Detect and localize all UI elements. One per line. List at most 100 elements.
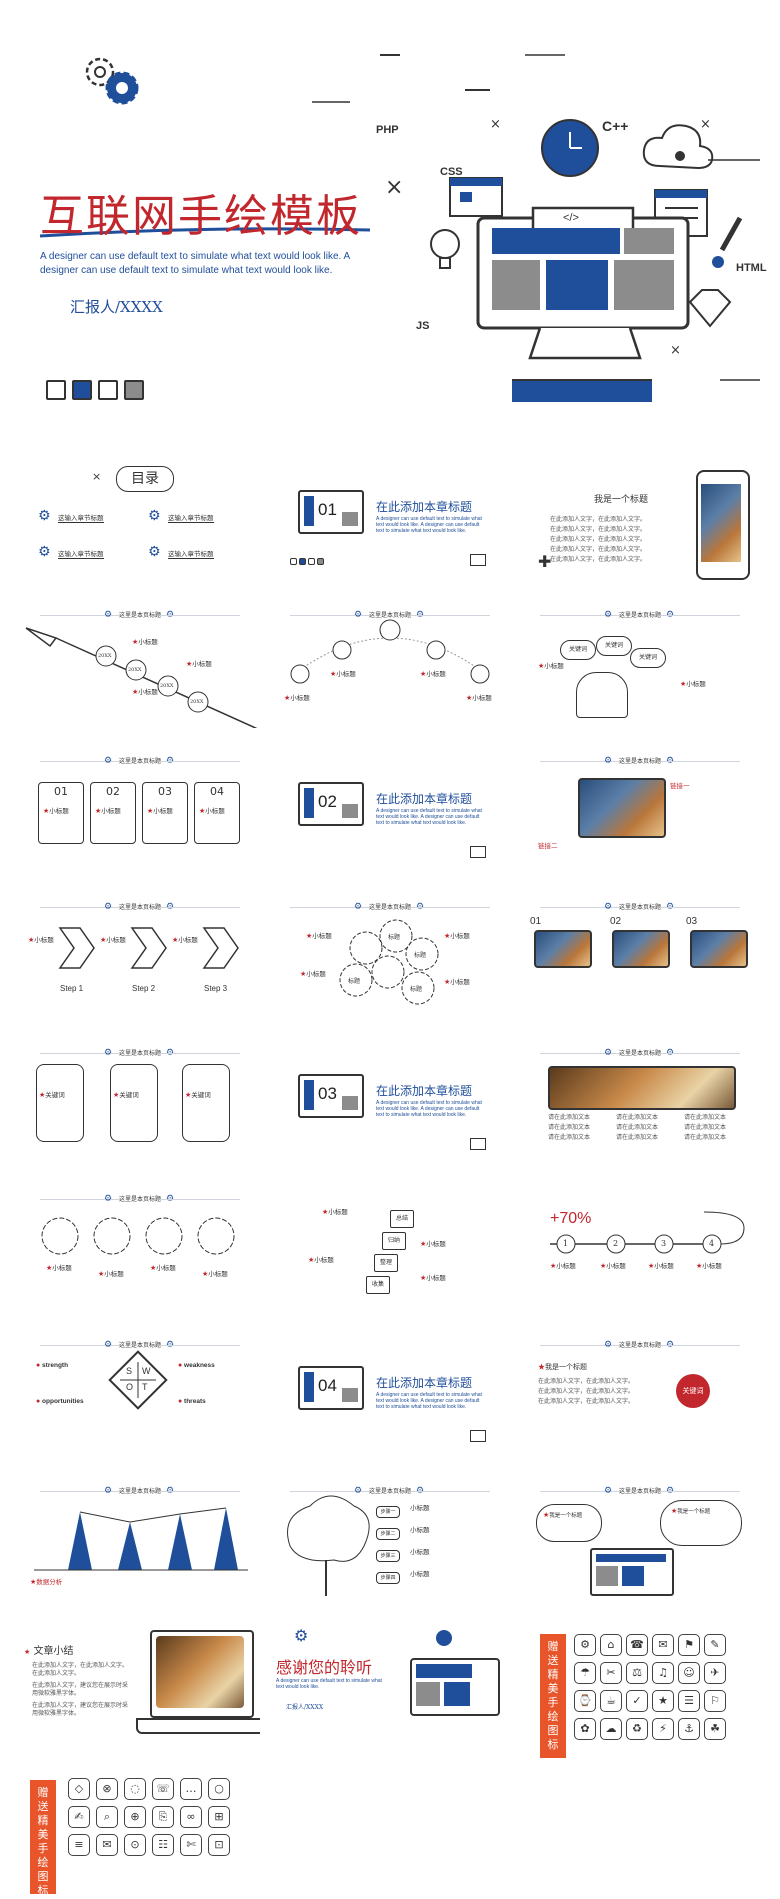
- slide-mountain-chart[interactable]: ⚙这里是本页标题⚙ ★数据分析: [20, 1472, 260, 1604]
- head-illustration: [576, 672, 628, 718]
- code-tag-label: </>: [563, 212, 579, 224]
- chapter-desc: A designer can use default text to simul…: [376, 516, 482, 534]
- swatch-blue: [72, 380, 92, 400]
- icon-cell: ⚓: [678, 1718, 700, 1740]
- icon-cell: ☂: [574, 1662, 596, 1684]
- presentation-title: 互联网手绘模板: [40, 191, 362, 242]
- icon-grid: ⚙ ⌂ ☎ ✉ ⚑ ✎ ☂ ✂ ⚖ ♫ ☺ ✈ ⌚ ☕ ✓ ★ ☰ ⚐ ✿ ☁ …: [574, 1634, 730, 1740]
- slide-chapter-01[interactable]: 01 在此添加本章标题 A designer can use default t…: [270, 456, 510, 588]
- icon-cell: ⚙: [574, 1634, 596, 1656]
- gear-icon: [85, 57, 115, 87]
- slide-gears[interactable]: ⚙这里是本页标题⚙ 标题 标题 标题 标题 ★小标题 ★小标题 ★小标题 ★小标…: [270, 888, 510, 1020]
- toc-item: 这输入章节标题: [58, 514, 104, 523]
- slide-chapter-02[interactable]: 02 在此添加本章标题 A designer can use default t…: [270, 742, 510, 874]
- icon-cell: ⌚: [574, 1690, 596, 1712]
- gear-icon: ⚙: [148, 544, 161, 560]
- slide-steps[interactable]: ⚙这里是本页标题⚙ ★小标题 ★小标题 ★小标题 Step 1 Step 2 S…: [20, 888, 260, 1020]
- monitor-illustration: [476, 206, 690, 360]
- slide-gear-row[interactable]: ⚙这里是本页标题⚙ ★小标题 ★小标题 ★小标题 ★小标题: [20, 1180, 260, 1312]
- icon-cell: ♻: [626, 1718, 648, 1740]
- icon-cell: ✎: [704, 1634, 726, 1656]
- icon-cell: ★: [652, 1690, 674, 1712]
- slide-summary[interactable]: ★ 文章小结 在此添加人文字，在此添加人文字。在此添加人文字。 在此添加人文字，…: [20, 1618, 260, 1750]
- css-window-icon: [449, 177, 503, 217]
- clock-icon: [541, 119, 599, 177]
- icon-cell: ☘: [704, 1718, 726, 1740]
- gift-label: 赠送精美手绘图标: [30, 1780, 56, 1894]
- gear-icon: ⚙: [38, 544, 51, 560]
- slide-stairs[interactable]: 收集 整理 归纳 总结 ★小标题 ★小标题 ★小标题 ★小标题: [270, 1180, 510, 1312]
- slide-swot[interactable]: ⚙这里是本页标题⚙ S W O T ● strength ● weakness …: [20, 1326, 260, 1458]
- hero-illustration: × × × ×: [39, 54, 760, 402]
- icon-cell: ☎: [626, 1634, 648, 1656]
- slide-three-photos[interactable]: ⚙这里是本页标题⚙ 01 02 03: [520, 888, 760, 1020]
- laptop-base: [136, 1718, 260, 1734]
- chapter-title: 在此添加本章标题: [376, 500, 473, 514]
- slide-icon-set-2[interactable]: 赠送精美手绘图标 ◇⊗◌ ☏…○ ✍⌕⊕ ⎘∞⊞ ≡✉⊙ ☷✄⊡: [20, 1770, 260, 1894]
- plus-icon: ✚: [538, 552, 552, 571]
- php-label: PHP: [376, 124, 399, 136]
- swatch-grey: [124, 380, 144, 400]
- slide-four-cards[interactable]: ⚙这里是本页标题⚙ 01★小标题 02★小标题 03★小标题 04★小标题: [20, 742, 260, 874]
- clock-icon: [436, 1630, 452, 1646]
- toc-item: 这输入章节标题: [168, 550, 214, 559]
- slide-keywords-head[interactable]: ⚙这里是本页标题⚙ 关键词 关键词 关键词 ★小标题 ★小标题: [520, 596, 760, 728]
- icon-cell: ⚡: [652, 1718, 674, 1740]
- gift-label: 赠送精美手绘图标: [540, 1634, 566, 1758]
- icon-cell: ⌂: [600, 1634, 622, 1656]
- keyboard-bar: [512, 380, 652, 402]
- slide-notes[interactable]: ⚙这里是本页标题⚙ ★关键词 ★关键词 ★关键词: [20, 1034, 260, 1166]
- toc-item: 这输入章节标题: [168, 514, 214, 523]
- icon-cell: ☁: [600, 1718, 622, 1740]
- icon-cell: ☕: [600, 1690, 622, 1712]
- pipette-icon: [712, 216, 743, 268]
- rocket-illustration: [25, 627, 258, 728]
- color-swatches: [46, 380, 144, 400]
- slide-phone[interactable]: 我是一个标题 在此添加人文字，在此添加人文字。 在此添加人文字，在此添加人文字。…: [520, 456, 760, 588]
- slide-chapter-04[interactable]: 04 在此添加本章标题 A designer can use default t…: [270, 1326, 510, 1458]
- icon-cell: ♫: [652, 1662, 674, 1684]
- slide-progress[interactable]: +70% 1 2 3 4 ★小标题 ★小标题 ★小标题 ★小标题: [520, 1180, 760, 1312]
- icon-cell: ⚖: [626, 1662, 648, 1684]
- icon-cell: ✂: [600, 1662, 622, 1684]
- slide-bubbles[interactable]: ⚙这里是本页标题⚙ ★我是一个标题 ★我是一个标题: [520, 1472, 760, 1604]
- diamond-icon: [688, 289, 732, 328]
- svg-text:×: ×: [700, 117, 711, 132]
- thanks-title: 感谢您的聆听: [276, 1658, 373, 1677]
- cpp-label: C++: [602, 118, 629, 134]
- slide-banner-list[interactable]: ⚙这里是本页标题⚙ 请在此添加文本 请在此添加文本 请在此添加文本 请在此添加文…: [520, 1034, 760, 1166]
- icon-cell: ✉: [652, 1634, 674, 1656]
- js-label: JS: [416, 320, 430, 332]
- slide-icon-set[interactable]: 赠送精美手绘图标 ⚙ ⌂ ☎ ✉ ⚑ ✎ ☂ ✂ ⚖ ♫ ☺ ✈ ⌚ ☕ ✓ ★…: [520, 1618, 760, 1788]
- window-icon: [470, 846, 486, 858]
- gear-icon: ⚙: [148, 508, 161, 524]
- svg-text:×: ×: [490, 117, 501, 132]
- slide-doraemon-monitor[interactable]: ⚙这里是本页标题⚙ 链接一 链接二: [520, 742, 760, 874]
- swatch-white: [46, 380, 66, 400]
- slide-chapter-03[interactable]: 03 在此添加本章标题 A designer can use default t…: [270, 1034, 510, 1166]
- keyword-badge: 关键词: [676, 1374, 710, 1408]
- icon-cell: ✓: [626, 1690, 648, 1712]
- slide-icon-arc[interactable]: ⚙这里是本页标题⚙ ★小标题 ★小标题 ★小标题 ★小标题: [270, 596, 510, 728]
- chapter-monitor: [298, 490, 364, 534]
- swatch-white: [98, 380, 118, 400]
- slide-hand-keyword[interactable]: ⚙这里是本页标题⚙ ★我是一个标题 在此添加人文字，在此添加人文字。 在此添加人…: [520, 1326, 760, 1458]
- toc-item: 这输入章节标题: [58, 550, 104, 559]
- phone-slide-title: 我是一个标题: [594, 495, 649, 505]
- slide-toc[interactable]: 目录 × ⚙ 这输入章节标题 ⚙ 这输入章节标题 ⚙ 这输入章节标题 ⚙ 这输入…: [20, 456, 260, 588]
- slide-tree[interactable]: ⚙这里是本页标题⚙ 步骤一 步骤二 步骤三 步骤四 小标题 小标题 小标题 小标…: [270, 1472, 510, 1604]
- monitor-photo: [578, 778, 666, 838]
- icon-cell: ⚐: [704, 1690, 726, 1712]
- window-icon: [470, 1138, 486, 1150]
- slide-thanks[interactable]: ⚙ 感谢您的聆听 A designer can use default text…: [270, 1618, 510, 1750]
- icon-cell: ✈: [704, 1662, 726, 1684]
- window-icon: [470, 554, 486, 566]
- css-label: CSS: [440, 166, 463, 178]
- icon-cell: ✿: [574, 1718, 596, 1740]
- svg-text:×: ×: [670, 343, 681, 358]
- icon-cell: ☺: [678, 1662, 700, 1684]
- gear-icon: [105, 71, 139, 105]
- slide-rocket-timeline[interactable]: ⚙这里是本页标题⚙ 20XX 20XX 20XX 20XX ★小标题 ★小标题 …: [20, 596, 260, 728]
- window-icon: [470, 1430, 486, 1442]
- lightbulb-icon: [430, 229, 460, 269]
